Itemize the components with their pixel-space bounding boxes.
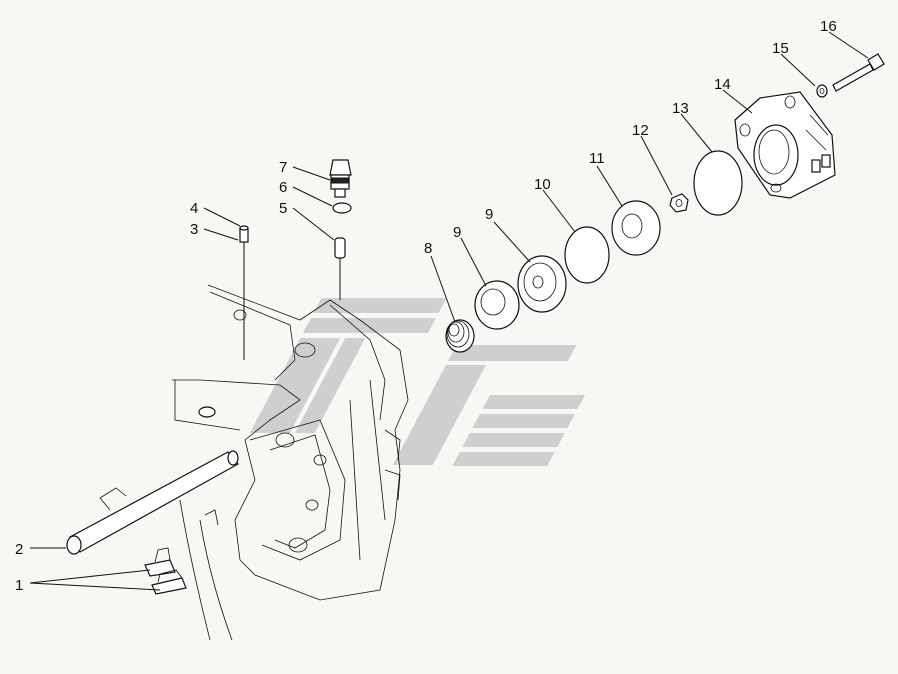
callout-10: 9 — [485, 206, 493, 223]
part-13-o-ring — [693, 150, 743, 216]
callout-5: 5 — [279, 200, 287, 217]
part-14-cover — [734, 91, 836, 199]
callout-6: 6 — [279, 179, 287, 196]
callout-4: 4 — [190, 200, 198, 217]
part-9-washer-lower — [474, 280, 520, 330]
watermark-logo — [249, 298, 585, 466]
callout-14: 14 — [714, 76, 731, 93]
part-7-sensor — [329, 159, 352, 198]
callout-labels: 1 2 3 4 5 6 7 8 9 9 10 11 12 13 14 15 16 — [15, 18, 837, 594]
part-15-washer — [816, 84, 828, 98]
part-11-ring — [564, 226, 610, 284]
part-10-piston — [517, 255, 567, 313]
part-16-bolt — [832, 53, 885, 92]
callout-11: 10 — [534, 176, 551, 193]
callout-3: 3 — [190, 221, 198, 238]
part-9-washer-upper — [611, 200, 661, 256]
callout-7: 7 — [279, 159, 287, 176]
part-3-4-stud — [239, 225, 249, 360]
leader-lines — [29, 31, 869, 591]
callout-16: 16 — [820, 18, 837, 35]
part-12-nut — [669, 193, 689, 213]
part-8-spring — [445, 319, 475, 353]
part-2-shaft — [66, 450, 239, 555]
callout-1: 1 — [15, 577, 23, 594]
callout-9-lower: 9 — [453, 224, 461, 241]
callout-13: 13 — [672, 100, 689, 117]
callout-15: 15 — [772, 40, 789, 57]
callout-12: 12 — [632, 122, 649, 139]
gearbox-housing — [172, 284, 409, 641]
callout-8: 8 — [424, 240, 432, 257]
callout-2: 2 — [15, 541, 23, 558]
part-1-clips — [144, 547, 187, 595]
part-5-pin — [334, 237, 346, 300]
part-6-ring — [332, 202, 352, 214]
callout-9-upper: 11 — [589, 150, 605, 167]
